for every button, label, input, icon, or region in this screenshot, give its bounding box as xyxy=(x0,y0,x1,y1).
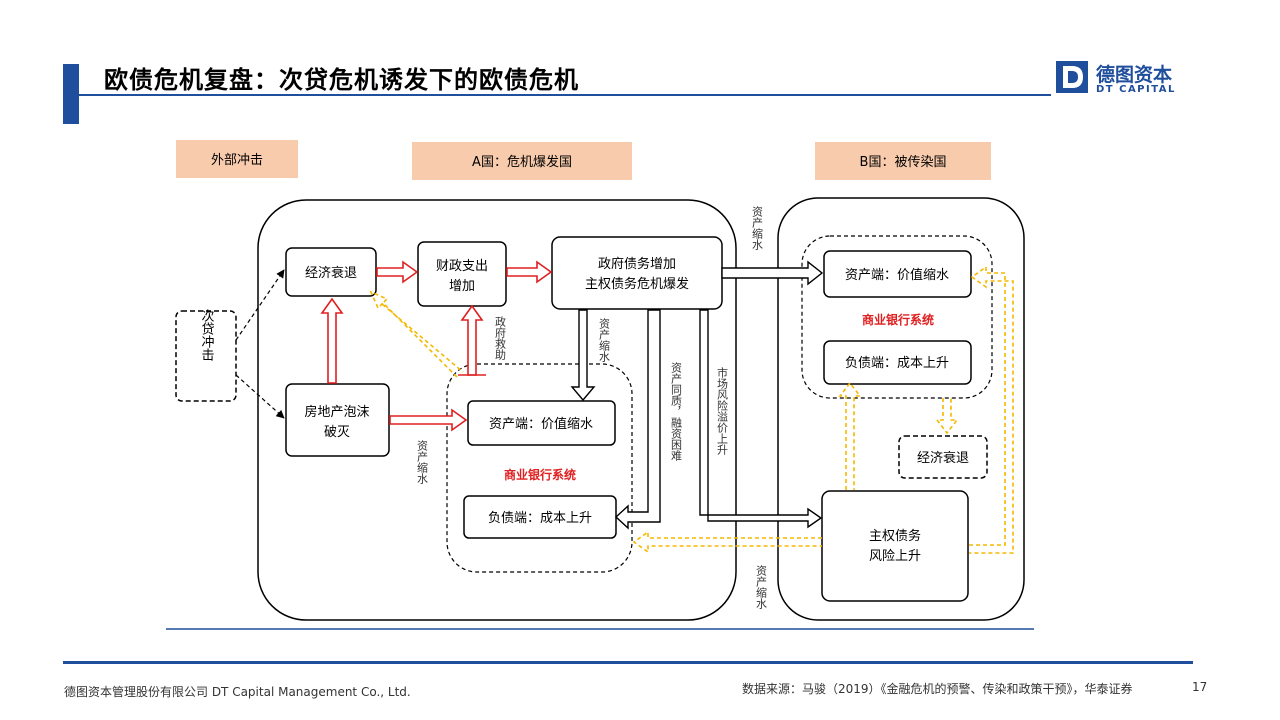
edge-label-homogeneous: 资产同质，融资困难 xyxy=(670,362,683,461)
node-fiscal-spending: 财政支出 增加 xyxy=(417,241,507,307)
region-label-external: 外部冲击 xyxy=(176,140,298,178)
svg-text:次贷冲击: 次贷冲击 xyxy=(199,308,215,361)
svg-text:A国：危机爆发国: A国：危机爆发国 xyxy=(472,154,572,170)
node-gov-debt: 政府债务增加 主权债务危机爆发 xyxy=(551,236,723,310)
svg-text:B国：被传染国: B国：被传染国 xyxy=(860,155,947,170)
edge-label-bailout: 政府救助 xyxy=(494,315,507,361)
svg-text:资产端：价值缩水: 资产端：价值缩水 xyxy=(845,267,949,283)
logo-text-en: DT CAPITAL xyxy=(1096,84,1176,95)
edge-label-spillover: 市场风险溢价上升 xyxy=(716,366,729,456)
bank-system-b-container xyxy=(801,235,993,399)
node-recession-a: 经济衰退 xyxy=(285,247,377,297)
region-label-country-b: B国：被传染国 xyxy=(815,142,991,180)
svg-text:政府债务增加: 政府债务增加 xyxy=(598,256,676,272)
footer-source: 数据来源：马骏（2019）《金融危机的预警、传染和政策干预》，华泰证券 xyxy=(742,682,1133,696)
svg-text:负债端：成本上升: 负债端：成本上升 xyxy=(488,511,592,526)
node-subprime-shock: 次贷冲击 xyxy=(175,308,237,402)
edge-label-shrink-top: 资产缩水 xyxy=(751,206,764,250)
footer-divider xyxy=(63,661,1193,664)
node-sovereign-risk-b: 主权债务 风险上升 xyxy=(821,490,969,602)
edge-label-shrink-bottom: 资产缩水 xyxy=(755,565,768,609)
edge-label-asset-shrink-2: 资产缩水 xyxy=(416,440,429,484)
title-accent-bar xyxy=(63,64,79,124)
svg-text:财政支出: 财政支出 xyxy=(436,259,488,274)
bank-system-a-container xyxy=(446,363,633,573)
svg-text:经济衰退: 经济衰退 xyxy=(917,450,969,466)
logo-text-cn: 德图资本 xyxy=(1096,64,1173,86)
bank-system-b-label: 商业银行系统 xyxy=(862,312,934,327)
svg-text:主权债务: 主权债务 xyxy=(869,528,921,544)
svg-text:资产端：价值缩水: 资产端：价值缩水 xyxy=(489,416,593,432)
edge-label-asset-shrink-1: 资产缩水 xyxy=(598,318,611,362)
region-label-country-a: A国：危机爆发国 xyxy=(412,142,632,180)
svg-text:负债端：成本上升: 负债端：成本上升 xyxy=(845,356,949,371)
node-recession-b: 经济衰退 xyxy=(898,435,988,479)
bank-system-a-label: 商业银行系统 xyxy=(504,467,576,482)
svg-text:增加: 增加 xyxy=(449,279,475,294)
svg-text:外部冲击: 外部冲击 xyxy=(211,153,263,168)
page-number: 17 xyxy=(1192,680,1208,694)
svg-text:房地产泡沫: 房地产泡沫 xyxy=(304,404,369,420)
dt-logo-icon xyxy=(1056,61,1088,93)
svg-text:破灭: 破灭 xyxy=(324,425,350,440)
svg-text:主权债务危机爆发: 主权债务危机爆发 xyxy=(585,276,689,292)
svg-text:风险上升: 风险上升 xyxy=(869,549,921,564)
node-housing-bubble: 房地产泡沫 破灭 xyxy=(285,383,390,457)
node-liability-side-b: 负债端：成本上升 xyxy=(823,340,972,385)
title-underline xyxy=(79,94,1051,96)
footer-company: 德图资本管理股份有限公司 DT Capital Management Co., … xyxy=(64,685,411,699)
page-title: 欧债危机复盘：次贷危机诱发下的欧债危机 xyxy=(104,66,579,94)
svg-text:经济衰退: 经济衰退 xyxy=(305,265,357,281)
country-a-container xyxy=(257,199,737,621)
country-b-container xyxy=(777,197,1025,621)
node-asset-side-b: 资产端：价值缩水 xyxy=(823,250,972,298)
node-liability-side-a: 负债端：成本上升 xyxy=(463,495,617,539)
node-asset-side-a: 资产端：价值缩水 xyxy=(467,400,616,446)
